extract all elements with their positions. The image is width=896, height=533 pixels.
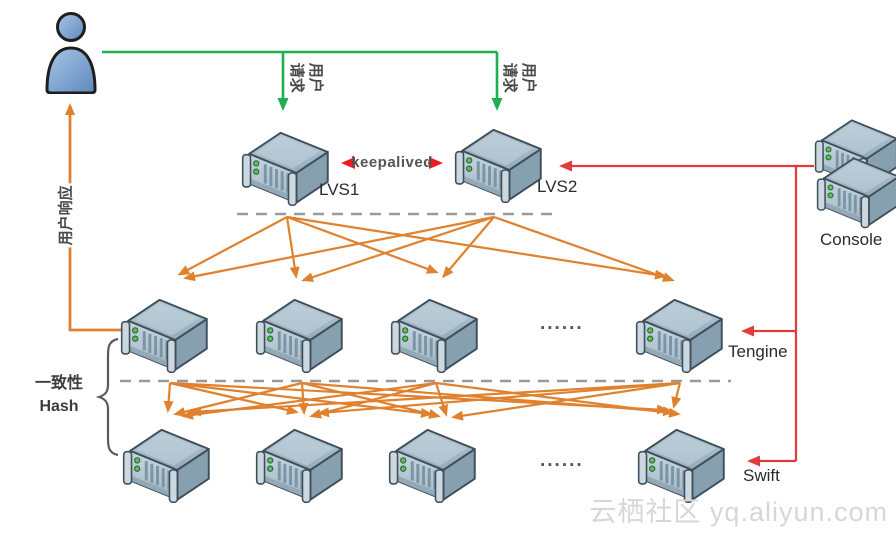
server-icon-lvs2 [450,121,546,205]
server-icon-tengine-1 [116,291,212,375]
response-label: 用户响应 [57,183,77,248]
server-icon-tengine-4 [631,291,727,375]
request-label-lvs1: 用户 请求 [286,57,324,98]
consistent-hash-brace [95,337,119,457]
request-label-lvs2: 用户 请求 [499,57,537,98]
user-response-line [65,103,121,332]
console-management-lines [559,160,814,467]
consistent-hash-label: 一致性 Hash [34,375,83,416]
tengine-to-swift-mesh [163,381,682,421]
lvs2-label: LVS2 [537,177,578,196]
lvs-to-tengine-fan [177,215,675,282]
swift-label: Swift [743,466,780,485]
keepalived-label: keepalived [351,154,433,171]
server-icon-tengine-3 [386,291,482,375]
user-icon [40,10,102,94]
console-label: Console [820,230,883,249]
server-icon-console-lower [812,150,896,230]
server-icon-swift-2 [251,421,347,505]
server-icon-swift-3 [384,421,480,505]
tengine-ellipsis: ...... [540,313,584,334]
tengine-label: Tengine [728,342,788,361]
swift-ellipsis: ...... [540,450,584,471]
dashed-separators [120,212,731,383]
server-icon-tengine-2 [251,291,347,375]
lvs1-label: LVS1 [319,180,360,199]
server-icon-swift-1 [118,421,214,505]
user-request-lines [102,50,503,111]
watermark: 云栖社区 yq.aliyun.com [589,497,888,527]
